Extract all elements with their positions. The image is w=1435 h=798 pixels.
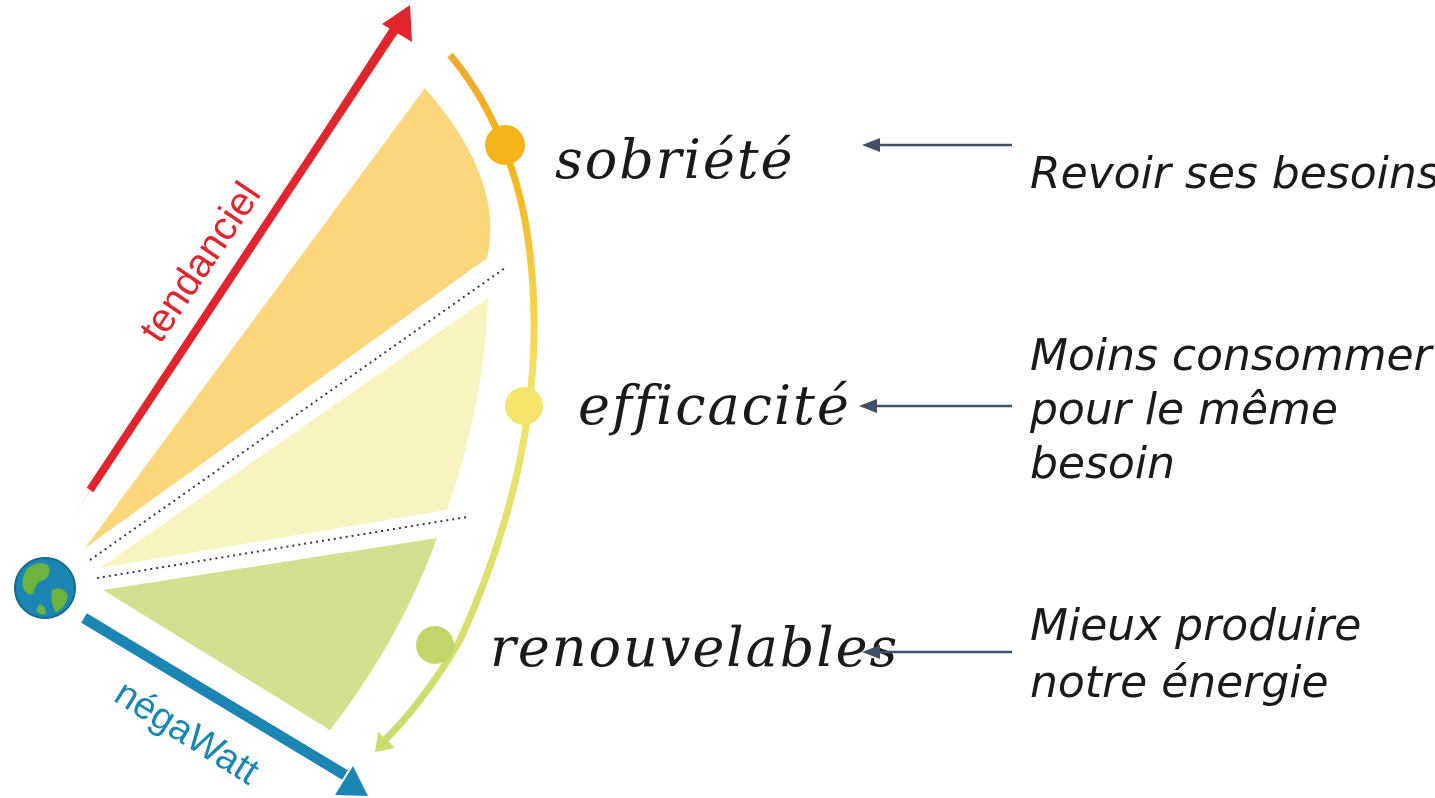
sector-sobriete [85, 88, 491, 548]
sector-efficacite [100, 298, 488, 568]
negawatt-arrowhead [335, 766, 368, 796]
description-renouvelables-line-1: Mieux produire [1030, 600, 1361, 651]
description-efficacite-line-2: pour le même [1029, 384, 1338, 435]
lever-label-sobriete: sobriété [555, 128, 795, 191]
description-efficacite-line-3: besoin [1030, 438, 1175, 489]
arc-arrowhead [375, 732, 395, 752]
description-renouvelables-line-2: notre énergie [1030, 657, 1329, 708]
trend-arrowhead [382, 5, 412, 42]
dot-sobriete [485, 125, 525, 165]
earth-globe-icon [14, 557, 76, 619]
description-efficacite-line-1: Moins consommer [1030, 330, 1435, 381]
lever-label-efficacite: efficacité [578, 374, 851, 437]
sector-renouvelables [103, 538, 437, 730]
pointer-arrow-efficacite [859, 399, 1012, 413]
pointer-arrow-sobriete [862, 138, 1012, 152]
separator-line-bottom [96, 516, 468, 579]
lever-label-renouvelables: renouvelables [490, 616, 899, 679]
separator-line-top [89, 267, 506, 561]
negawatt-label: négaWatt [107, 672, 266, 793]
description-sobriete: Revoir ses besoins [1030, 148, 1435, 199]
dot-efficacite [505, 387, 543, 425]
pointer-arrow-renouvelables [862, 645, 1012, 659]
trend-arrow-shaft [86, 27, 399, 493]
dot-renouvelables [416, 626, 454, 664]
negawatt-arrow-shaft [81, 613, 348, 780]
